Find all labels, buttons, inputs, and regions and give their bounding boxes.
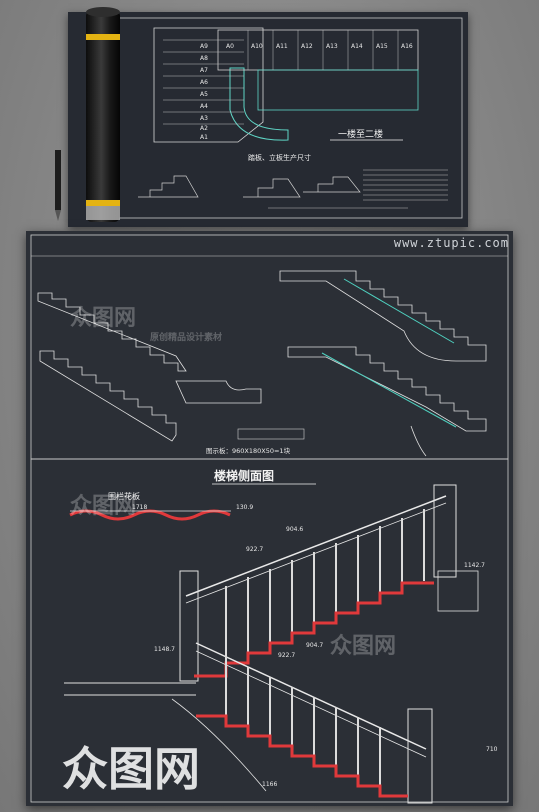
rail-label: 围栏花板 <box>108 491 140 501</box>
dim-710: 710 <box>486 746 498 753</box>
watermark-brand-2: 众图网 <box>70 494 137 519</box>
brand-logo-icon: 众图网 <box>62 742 200 796</box>
dim-904-7: 904.7 <box>306 642 323 649</box>
side-drawing-title: 楼梯侧面图 <box>214 468 274 483</box>
cell-label-a4: A4 <box>200 103 208 110</box>
cell-label-a7: A7 <box>200 67 208 74</box>
bottom-drawing-sheet: 图示板：960X180X50=1块 楼梯侧面图 围栏花板 1718 130.9 … <box>26 231 513 806</box>
top-drawing-sheet: A0 A10 A11 A12 A13 A14 A15 A16 A9 A8 A7 … <box>68 12 468 227</box>
cell-label-a9: A9 <box>200 43 208 50</box>
dim-130-9: 130.9 <box>236 504 253 511</box>
cell-label-a5: A5 <box>200 91 208 98</box>
paper-roll-icon <box>86 7 120 222</box>
brand-logo-text: 众图网 <box>62 742 200 796</box>
cell-label-a14: A14 <box>351 43 363 50</box>
stair-detail-drawing: 图示板：960X180X50=1块 楼梯侧面图 围栏花板 1718 130.9 … <box>30 234 509 804</box>
stair-plan-drawing: A0 A10 A11 A12 A13 A14 A15 A16 A9 A8 A7 … <box>111 17 463 219</box>
cell-label-a0: A0 <box>226 43 234 50</box>
watermark-brand: 众图网 <box>70 306 137 331</box>
cell-label-a11: A11 <box>276 43 288 50</box>
watermark-brand-3: 众图网 <box>330 634 397 659</box>
dim-1718: 1718 <box>132 504 147 511</box>
pencil-icon <box>55 150 61 221</box>
top-drawing-subtitle: 踏板、立板生产尺寸 <box>248 153 311 162</box>
cell-label-a8: A8 <box>200 55 208 62</box>
dim-904-6: 904.6 <box>286 526 303 533</box>
dim-922-7b: 922.7 <box>278 652 295 659</box>
cell-label-a15: A15 <box>376 43 388 50</box>
watermark-sub: 原创精品设计素材 <box>150 333 223 343</box>
cell-label-a1: A1 <box>200 134 208 141</box>
cell-label-a6: A6 <box>200 79 208 86</box>
dim-1142-7: 1142.7 <box>464 562 485 569</box>
dim-922-7: 922.7 <box>246 546 263 553</box>
cell-label-a13: A13 <box>326 43 338 50</box>
cell-label-a16: A16 <box>401 43 413 50</box>
cell-label-a10: A10 <box>251 43 263 50</box>
dim-1166: 1166 <box>262 781 277 788</box>
plan-note: 图示板：960X180X50=1块 <box>206 446 291 455</box>
top-drawing-title: 一楼至二楼 <box>338 128 383 140</box>
site-url: www.ztupic.com <box>393 236 509 250</box>
cell-label-a3: A3 <box>200 115 208 122</box>
dim-1148-7: 1148.7 <box>154 646 175 653</box>
cell-label-a12: A12 <box>301 43 313 50</box>
cell-label-a2: A2 <box>200 125 208 132</box>
